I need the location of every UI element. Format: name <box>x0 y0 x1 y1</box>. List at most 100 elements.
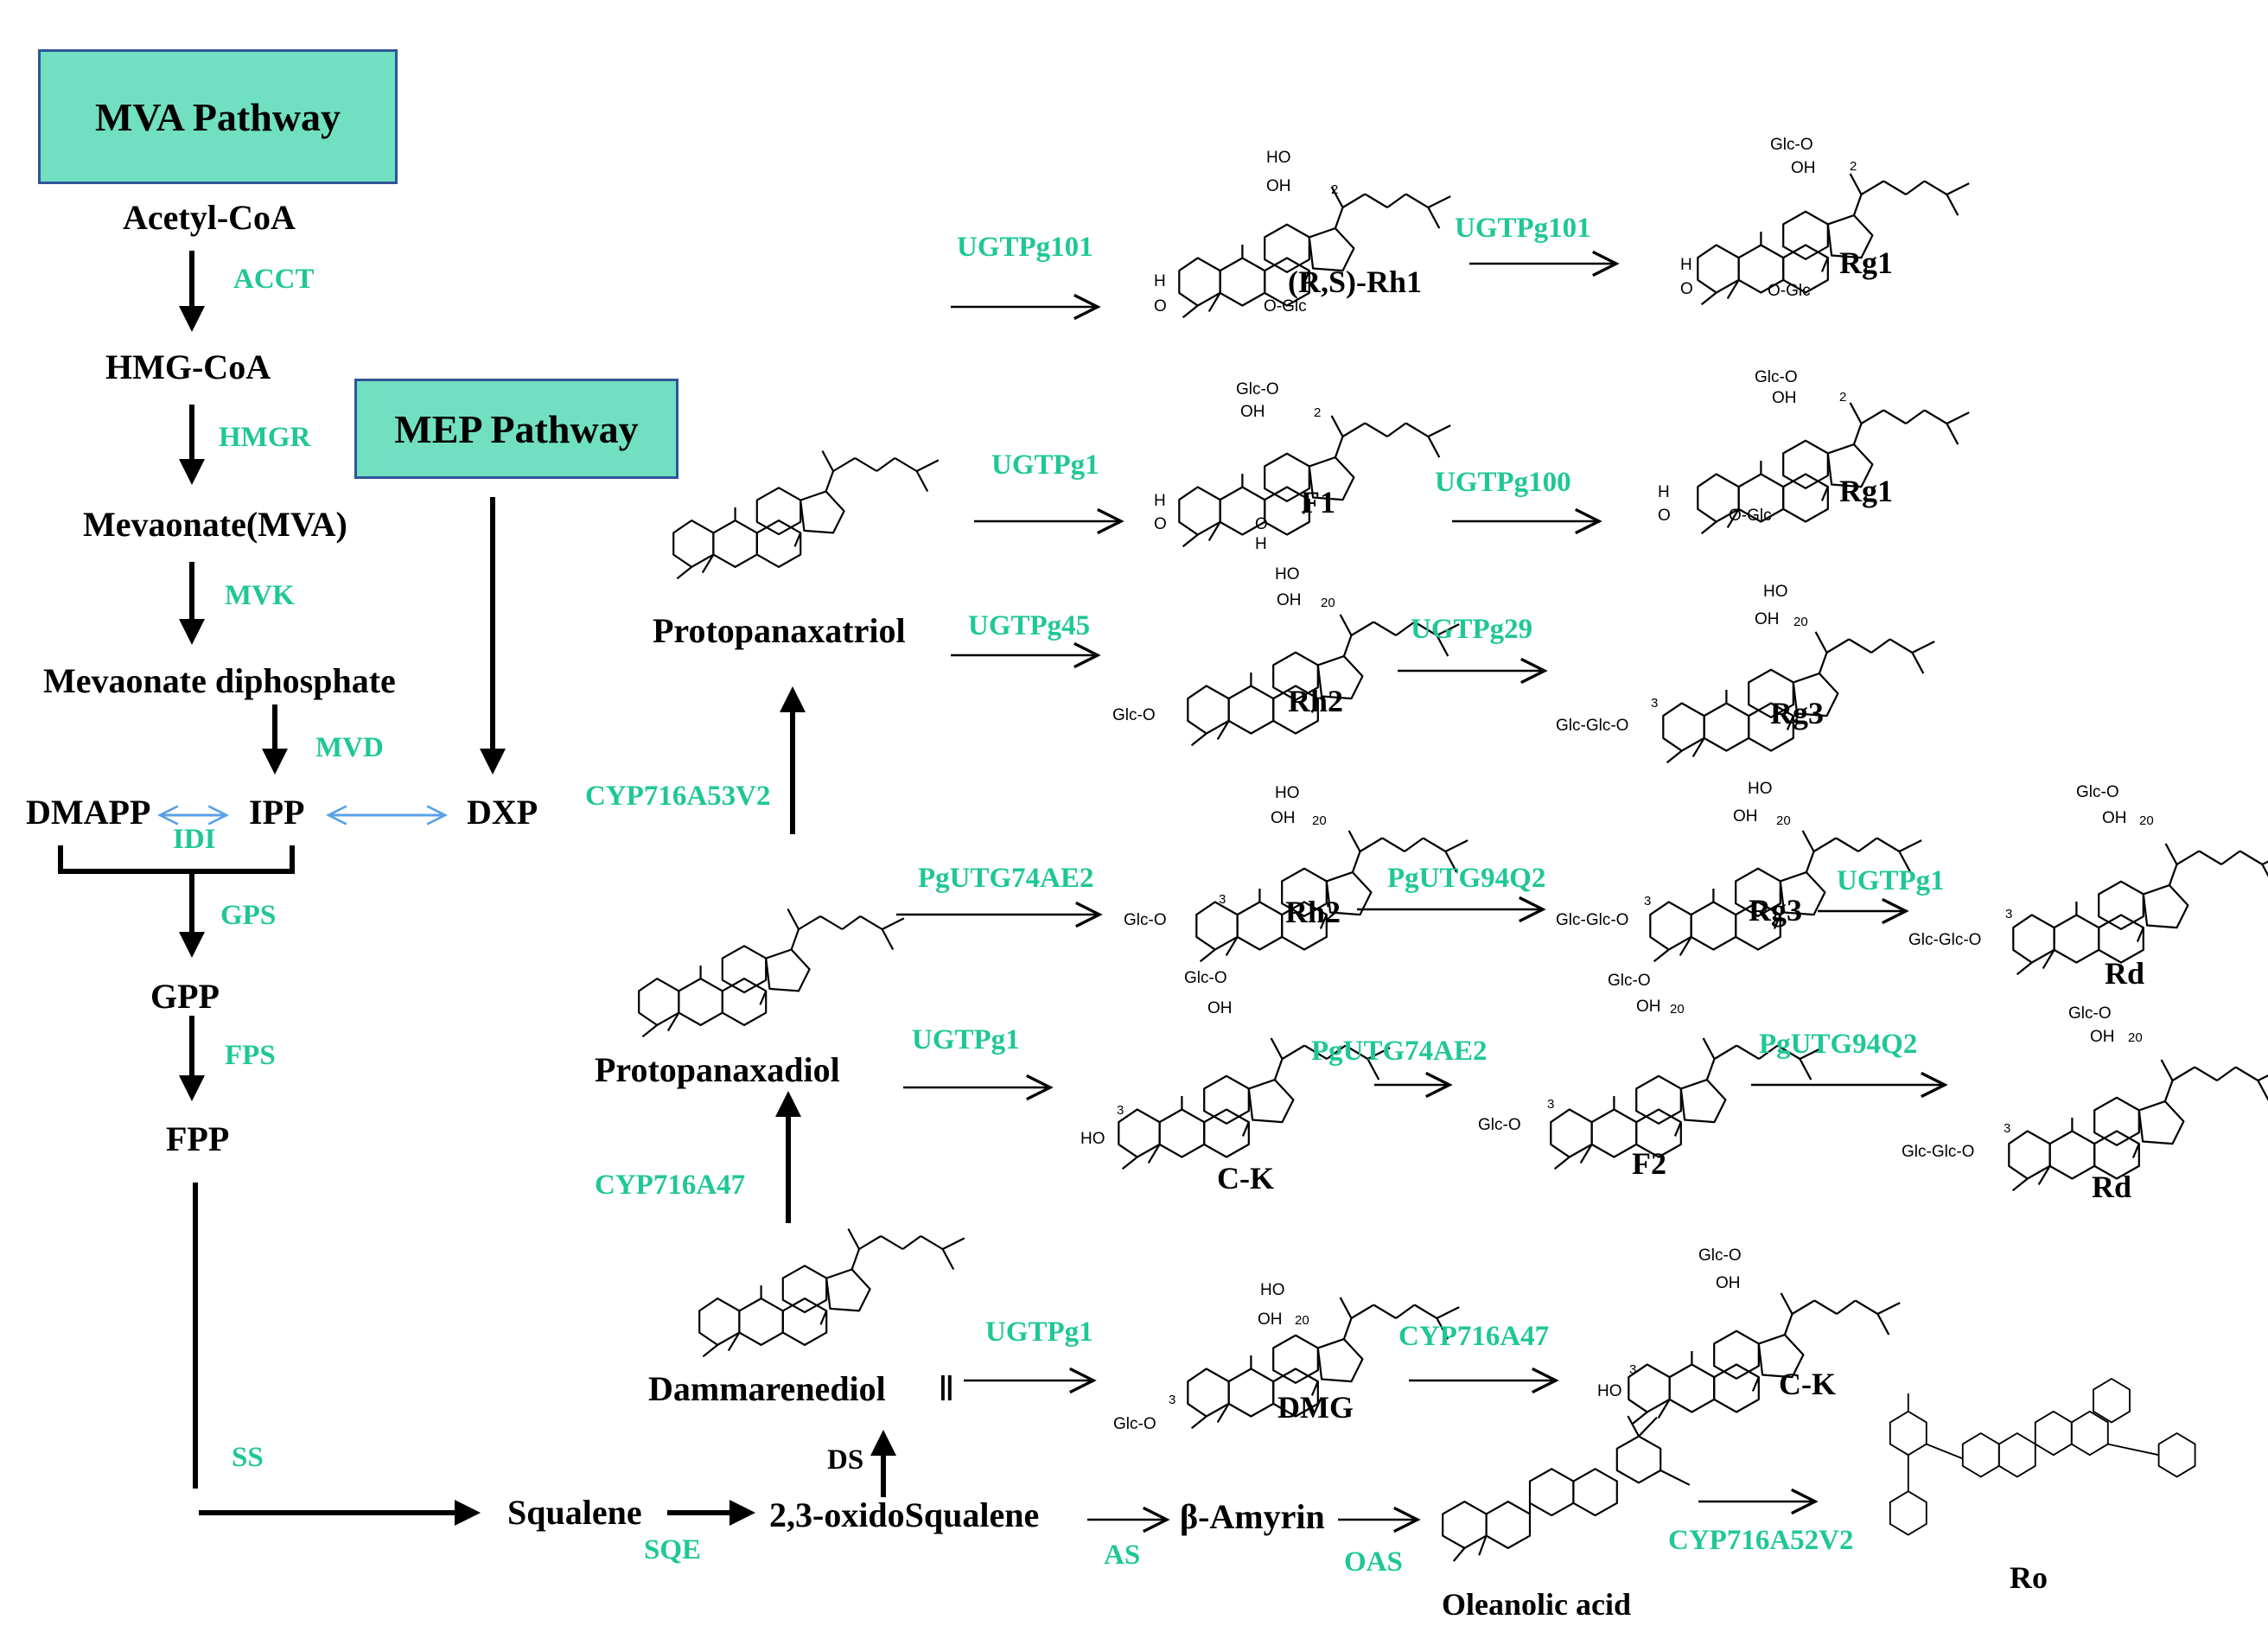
ck-b-structure <box>1628 1291 1902 1425</box>
rh1-o: O <box>1154 297 1167 316</box>
mva-arrows <box>179 251 896 1526</box>
rg1-a-h: H <box>1680 256 1692 274</box>
enzyme-as: AS <box>1104 1540 1141 1571</box>
dmg-glc-o: Glc-O <box>1113 1415 1156 1433</box>
enzyme-oas: OAS <box>1344 1546 1403 1578</box>
rg3-b-glc-glc-o: Glc-Glc-O <box>1556 911 1629 929</box>
reaction-arrows <box>896 264 1945 1520</box>
rg3-a-oh: OH <box>1755 610 1780 628</box>
rg3-b-oh: OH <box>1733 807 1758 826</box>
squalene-label: Squalene <box>507 1493 642 1532</box>
enzyme-ds: DS <box>827 1444 864 1476</box>
oxidosqualene-label: 2,3-oxidoSqualene <box>769 1495 1040 1534</box>
rg3-a-c20: 20 <box>1793 615 1808 629</box>
dmapp-label: DMAPP <box>26 793 151 832</box>
rd-b-glc-glc-o: Glc-Glc-O <box>1902 1143 1975 1161</box>
beta-amyrin-label: β-Amyrin <box>1180 1497 1325 1536</box>
rh1-ho: HO <box>1266 149 1291 167</box>
enzyme-ugtpg29: UGTPg29 <box>1411 614 1533 645</box>
rh2-b-c3: 3 <box>1219 892 1226 907</box>
ck-a-label: C-K <box>1217 1161 1274 1195</box>
ck-a-c3: 3 <box>1117 1103 1124 1118</box>
rg3-b-c3: 3 <box>1644 894 1652 909</box>
mevalonate-diphosphate-label: Mevaonate diphosphate <box>43 661 396 700</box>
rg1-a-glc-o: Glc-O <box>1770 136 1813 154</box>
enzyme-idi: IDI <box>173 824 216 855</box>
rh2-b-ho: HO <box>1275 784 1300 802</box>
ppd-structure <box>638 908 905 1038</box>
rh2-b-label: Rh2 <box>1285 895 1341 929</box>
ck-b-ho: HO <box>1597 1382 1622 1400</box>
enzyme-ugtpg45: UGTPg45 <box>968 610 1091 641</box>
f1-o: O <box>1154 515 1167 533</box>
oleanolic-acid-label: Oleanolic acid <box>1442 1587 1631 1622</box>
rg1-b-o: O <box>1658 507 1671 525</box>
rh2-b-c20: 20 <box>1312 813 1327 828</box>
fpp-label: FPP <box>166 1119 230 1158</box>
f1-label: F1 <box>1301 485 1335 520</box>
rg3-b-label: Rg3 <box>1749 893 1802 928</box>
rg1-b-glc-o: Glc-O <box>1755 368 1798 386</box>
rg1-b-label: Rg1 <box>1839 474 1893 508</box>
enzyme-hmgr: HMGR <box>219 422 311 453</box>
rd-b-structure <box>2008 1058 2268 1192</box>
enzyme-pgutg94q2-a: PgUTG94Q2 <box>1387 863 1546 894</box>
rd-b-c3: 3 <box>2004 1121 2011 1136</box>
rd-b-glc-o: Glc-O <box>2068 1004 2112 1023</box>
rd-a-c3: 3 <box>2005 907 2013 921</box>
hmg-coa-label: HMG-CoA <box>105 347 271 386</box>
rd-a-glc-glc-o: Glc-Glc-O <box>1908 931 1982 949</box>
rh2-a-oh: OH <box>1277 591 1302 609</box>
f2-c3: 3 <box>1547 1097 1555 1112</box>
rd-a-label: Rd <box>2105 956 2145 991</box>
f1-h-lower: H <box>1255 535 1267 553</box>
rg3-a-glc-glc-o: Glc-Glc-O <box>1556 717 1629 735</box>
dmg-ho: HO <box>1260 1281 1285 1299</box>
f1-structure <box>1178 414 1452 548</box>
dmapp-ipp-bracket <box>58 845 295 874</box>
ro-label: Ro <box>2010 1560 2048 1595</box>
f2-oh: OH <box>1636 998 1661 1016</box>
enzyme-acct: ACCT <box>233 264 315 295</box>
dammarenediol-structure <box>698 1227 965 1358</box>
rg3-a-label: Rg3 <box>1770 696 1824 730</box>
gpp-label: GPP <box>150 977 220 1016</box>
f2-c20: 20 <box>1670 1002 1685 1017</box>
ck-b-glc-o: Glc-O <box>1698 1247 1742 1265</box>
rd-b-oh: OH <box>2090 1028 2115 1046</box>
ppt-structure <box>672 450 940 580</box>
enzyme-ugtpg101-b: UGTPg101 <box>1455 213 1591 244</box>
enzyme-ugtpg1-a: UGTPg1 <box>991 450 1099 481</box>
f1-oh: OH <box>1240 403 1265 421</box>
dammarenediol-label: Dammarenediol <box>648 1369 886 1408</box>
rh2-a-glc-o: Glc-O <box>1112 706 1156 724</box>
enzyme-gps: GPS <box>220 900 277 931</box>
rg1-b-h: H <box>1658 483 1670 501</box>
rg1-b-oh: OH <box>1772 389 1797 407</box>
rg3-a-ho: HO <box>1763 583 1788 601</box>
enzyme-ss: SS <box>232 1442 264 1473</box>
dmg-oh: OH <box>1258 1310 1283 1329</box>
ck-b-label: C-K <box>1779 1367 1836 1401</box>
rh1-h: H <box>1154 272 1166 290</box>
ck-b-oh: OH <box>1716 1274 1741 1292</box>
rg1-a-o-glc: O-Glc <box>1768 282 1811 300</box>
enzyme-pgutg74ae2-a: PgUTG74AE2 <box>918 863 1094 894</box>
enzyme-ugtpg101-a: UGTPg101 <box>957 232 1093 263</box>
rd-a-oh: OH <box>2102 809 2127 827</box>
enzyme-pgutg94q2-b: PgUTG94Q2 <box>1759 1029 1918 1060</box>
dmg-c3: 3 <box>1169 1393 1176 1407</box>
rg1-a-structure <box>1697 172 1971 306</box>
ck-a-ho: HO <box>1080 1130 1105 1148</box>
enzyme-ugtpg1-b: UGTPg1 <box>1837 865 1945 896</box>
dmg-c20: 20 <box>1295 1313 1309 1328</box>
enzyme-mvk: MVK <box>225 580 295 611</box>
rh1-c2: 2 <box>1331 182 1339 197</box>
f1-h: H <box>1154 492 1166 510</box>
rd-b-c20: 20 <box>2128 1030 2143 1045</box>
enzyme-fps: FPS <box>225 1040 276 1071</box>
ck-b-c3: 3 <box>1629 1362 1637 1377</box>
rh1-o-glc: O-Glc <box>1264 297 1307 316</box>
dmg-label: DMG <box>1277 1390 1354 1425</box>
